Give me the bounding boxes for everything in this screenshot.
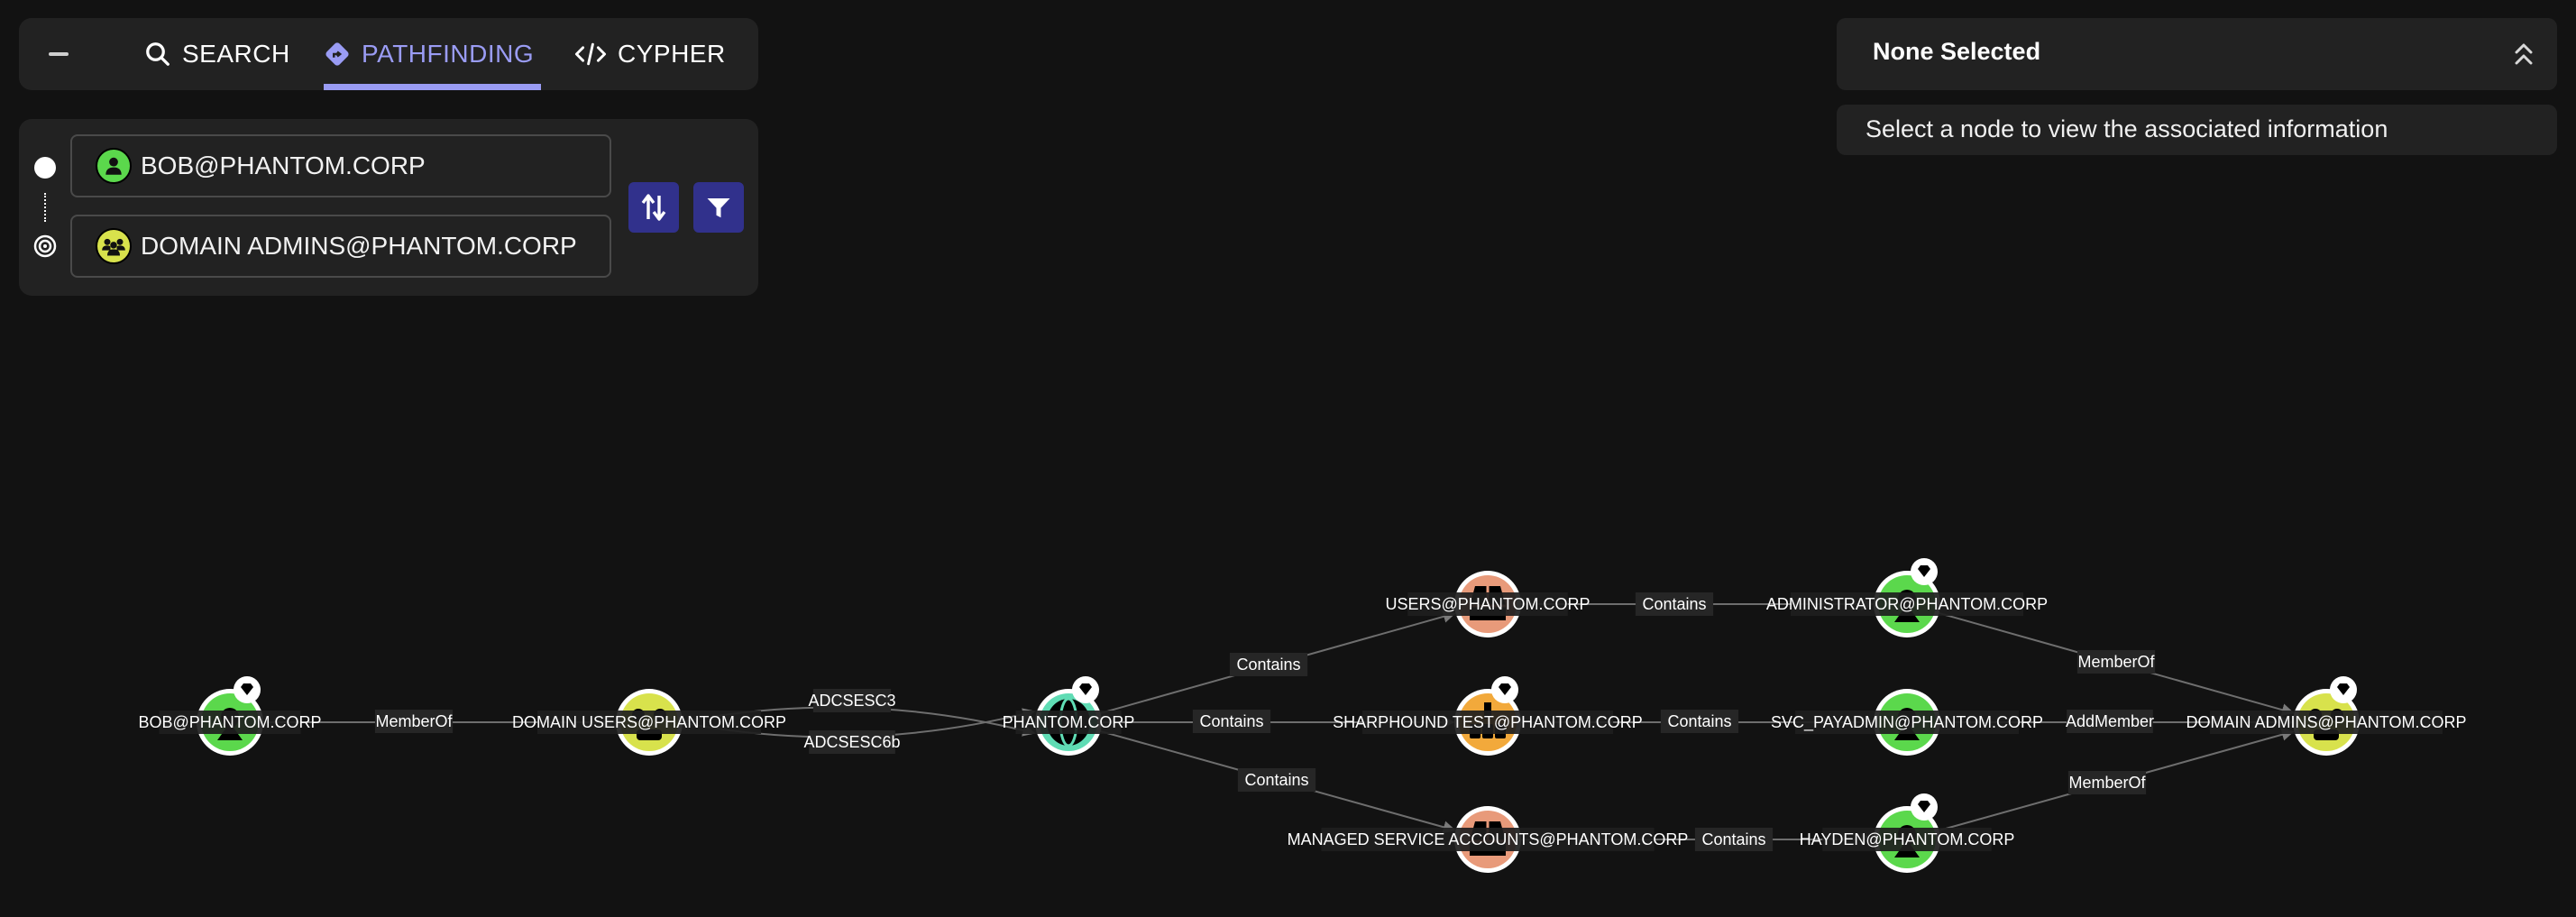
entity-info-header: None Selected	[1837, 18, 2557, 90]
svg-text:Contains: Contains	[1701, 830, 1765, 848]
edge-label[interactable]: Contains	[1694, 828, 1774, 851]
active-tab-indicator	[324, 84, 541, 90]
filter-icon	[707, 198, 730, 218]
path-connector-line	[44, 193, 46, 222]
svg-text:ADCSESC3: ADCSESC3	[808, 692, 895, 710]
graph-nodes: BOB@PHANTOM.CORP DOMAIN USERS@PHANTOM.COR…	[139, 558, 2467, 873]
swap-nodes-button[interactable]	[628, 182, 679, 233]
node-label: USERS@PHANTOM.CORP	[1386, 595, 1591, 613]
edge-label[interactable]: MemberOf	[374, 710, 454, 733]
svg-text:MemberOf: MemberOf	[2068, 774, 2146, 792]
tab-cypher[interactable]: CYPHER	[574, 18, 726, 90]
pathfinding-panel: BOB@PHANTOM.CORP DOMAIN ADMINS@PHANTOM.C…	[19, 119, 758, 296]
svg-text:Contains: Contains	[1667, 712, 1731, 730]
edge-label[interactable]: Contains	[1660, 710, 1739, 733]
node-label: SHARPHOUND TEST@PHANTOM.CORP	[1333, 713, 1643, 731]
graph-node[interactable]: DOMAIN USERS@PHANTOM.CORP	[512, 689, 786, 756]
start-node-dot-icon	[34, 157, 56, 179]
svg-text:MemberOf: MemberOf	[375, 712, 453, 730]
target-icon	[33, 234, 57, 258]
node-label: MANAGED SERVICE ACCOUNTS@PHANTOM.CORP	[1288, 830, 1689, 848]
svg-text:Contains: Contains	[1244, 771, 1308, 789]
edge-label[interactable]: AddMember	[2066, 710, 2154, 733]
node-label: ADMINISTRATOR@PHANTOM.CORP	[1766, 595, 2048, 613]
svg-text:ADCSESC6b: ADCSESC6b	[803, 733, 900, 751]
graph-node[interactable]: BOB@PHANTOM.CORP	[139, 676, 322, 756]
svg-text:Contains: Contains	[1199, 712, 1263, 730]
user-icon	[96, 148, 132, 184]
node-label: HAYDEN@PHANTOM.CORP	[1800, 830, 2015, 848]
route-diamond-icon	[325, 42, 349, 66]
tab-pathfinding-label: PATHFINDING	[362, 40, 535, 68]
tab-search-label: SEARCH	[182, 40, 290, 68]
swap-vertical-icon	[641, 194, 666, 221]
node-label: PHANTOM.CORP	[1003, 713, 1135, 731]
start-node-input[interactable]: BOB@PHANTOM.CORP	[70, 134, 611, 197]
edge-label[interactable]: ADCSESC3	[808, 689, 896, 712]
edge-label[interactable]: ADCSESC6b	[803, 730, 901, 754]
edge-filter-button[interactable]	[693, 182, 744, 233]
entity-info-title: None Selected	[1873, 38, 2041, 65]
edge-label[interactable]: Contains	[1229, 653, 1308, 676]
graph-edge-labels: MemberOfADCSESC3ADCSESC6bContainsContain…	[374, 592, 2156, 851]
svg-text:MemberOf: MemberOf	[2077, 653, 2155, 671]
graph-node[interactable]: SVC_PAYADMIN@PHANTOM.CORP	[1771, 689, 2043, 756]
graph-node[interactable]: ADMINISTRATOR@PHANTOM.CORP	[1766, 558, 2048, 637]
tier-zero-gem-icon	[1911, 558, 1938, 585]
group-icon	[96, 228, 132, 264]
tier-zero-gem-icon	[234, 676, 261, 703]
node-label: SVC_PAYADMIN@PHANTOM.CORP	[1771, 713, 2043, 732]
graph-node[interactable]: USERS@PHANTOM.CORP	[1386, 571, 1591, 637]
tier-zero-gem-icon	[1072, 676, 1099, 703]
minus-icon[interactable]	[49, 52, 69, 56]
graph-node[interactable]: HAYDEN@PHANTOM.CORP	[1800, 793, 2015, 873]
tab-pathfinding[interactable]: PATHFINDING	[324, 18, 534, 90]
graph-node[interactable]: MANAGED SERVICE ACCOUNTS@PHANTOM.CORP	[1288, 806, 1689, 873]
entity-info-message: Select a node to view the associated inf…	[1866, 115, 2388, 142]
edge-label[interactable]: MemberOf	[2076, 650, 2156, 674]
node-label: BOB@PHANTOM.CORP	[139, 713, 322, 731]
tier-zero-gem-icon	[1911, 793, 1938, 821]
tier-zero-gem-icon	[2330, 676, 2357, 703]
node-label: DOMAIN USERS@PHANTOM.CORP	[512, 713, 786, 731]
end-node-input[interactable]: DOMAIN ADMINS@PHANTOM.CORP	[70, 215, 611, 278]
edge-label[interactable]: MemberOf	[2067, 771, 2147, 794]
svg-text:AddMember: AddMember	[2066, 712, 2154, 730]
tab-cypher-label: CYPHER	[618, 40, 726, 68]
graph-node[interactable]: PHANTOM.CORP	[1003, 676, 1135, 756]
double-chevron-up-icon[interactable]	[2512, 40, 2535, 69]
edge-label[interactable]: Contains	[1192, 710, 1271, 733]
graph-node[interactable]: DOMAIN ADMINS@PHANTOM.CORP	[2186, 676, 2467, 756]
explore-nav-panel: SEARCH PATHFINDING CYPHER	[19, 18, 758, 90]
tab-search[interactable]: SEARCH	[144, 18, 290, 90]
tier-zero-gem-icon	[1491, 676, 1518, 703]
start-node-value: BOB@PHANTOM.CORP	[141, 151, 426, 179]
svg-text:Contains: Contains	[1236, 656, 1300, 674]
code-icon	[574, 42, 607, 66]
entity-info-body: Select a node to view the associated inf…	[1837, 105, 2557, 155]
graph-node[interactable]: SHARPHOUND TEST@PHANTOM.CORP	[1333, 676, 1643, 756]
edge-label[interactable]: Contains	[1237, 768, 1316, 792]
node-label: DOMAIN ADMINS@PHANTOM.CORP	[2186, 713, 2467, 731]
svg-text:Contains: Contains	[1642, 595, 1706, 613]
end-node-value: DOMAIN ADMINS@PHANTOM.CORP	[141, 232, 577, 260]
edge-label[interactable]: Contains	[1635, 592, 1714, 616]
search-icon	[146, 42, 170, 66]
